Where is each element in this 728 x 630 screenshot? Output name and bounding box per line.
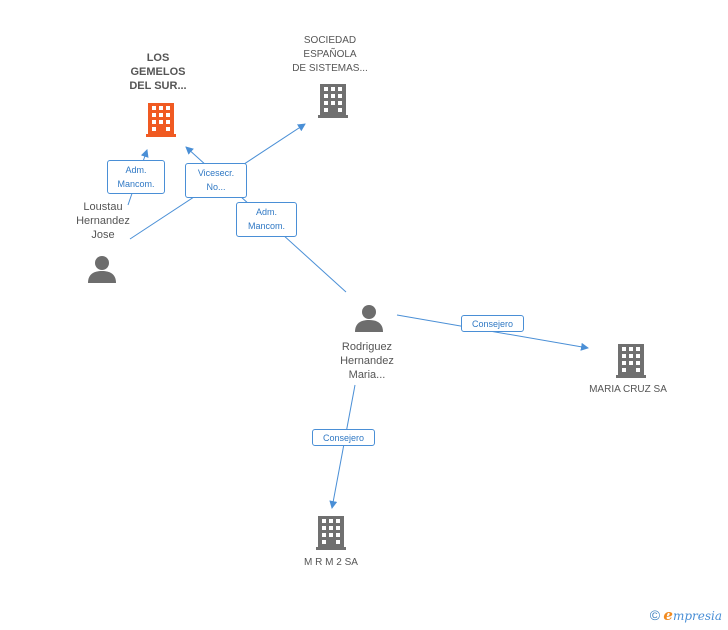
empresia-watermark: © empresia xyxy=(650,606,722,624)
building-icon[interactable] xyxy=(616,344,646,378)
edge-label-consejero[interactable]: Consejero xyxy=(461,315,524,332)
node-label-sociedad[interactable]: SOCIEDAD ESPAÑOLA DE SISTEMAS... xyxy=(292,35,368,74)
copyright-icon: © xyxy=(649,607,661,623)
node-label-mariacruz[interactable]: MARIA CRUZ SA xyxy=(589,384,667,395)
edge-label-vicesecretario[interactable]: Vicesecr. No... xyxy=(185,163,247,198)
person-icon[interactable] xyxy=(87,254,117,284)
edge-label-consejero[interactable]: Consejero xyxy=(312,429,375,446)
edge-label-adm-mancom[interactable]: Adm. Mancom. xyxy=(107,160,165,194)
building-icon[interactable] xyxy=(316,516,346,550)
person-icon[interactable] xyxy=(354,303,384,333)
node-label-loustau[interactable]: Loustau Hernandez Jose xyxy=(76,201,130,241)
node-label-rodriguez[interactable]: Rodriguez Hernandez Maria... xyxy=(340,341,394,381)
node-label-mrm2[interactable]: M R M 2 SA xyxy=(304,557,358,568)
empresia-logo: empresia xyxy=(663,606,722,624)
building-icon[interactable] xyxy=(146,103,176,137)
node-label-gemelos[interactable]: LOS GEMELOS DEL SUR... xyxy=(129,52,187,92)
edge-rodriguez-mrm2 xyxy=(329,384,356,509)
edge-label-adm-mancom[interactable]: Adm. Mancom. xyxy=(236,202,297,237)
building-icon[interactable] xyxy=(318,84,348,118)
